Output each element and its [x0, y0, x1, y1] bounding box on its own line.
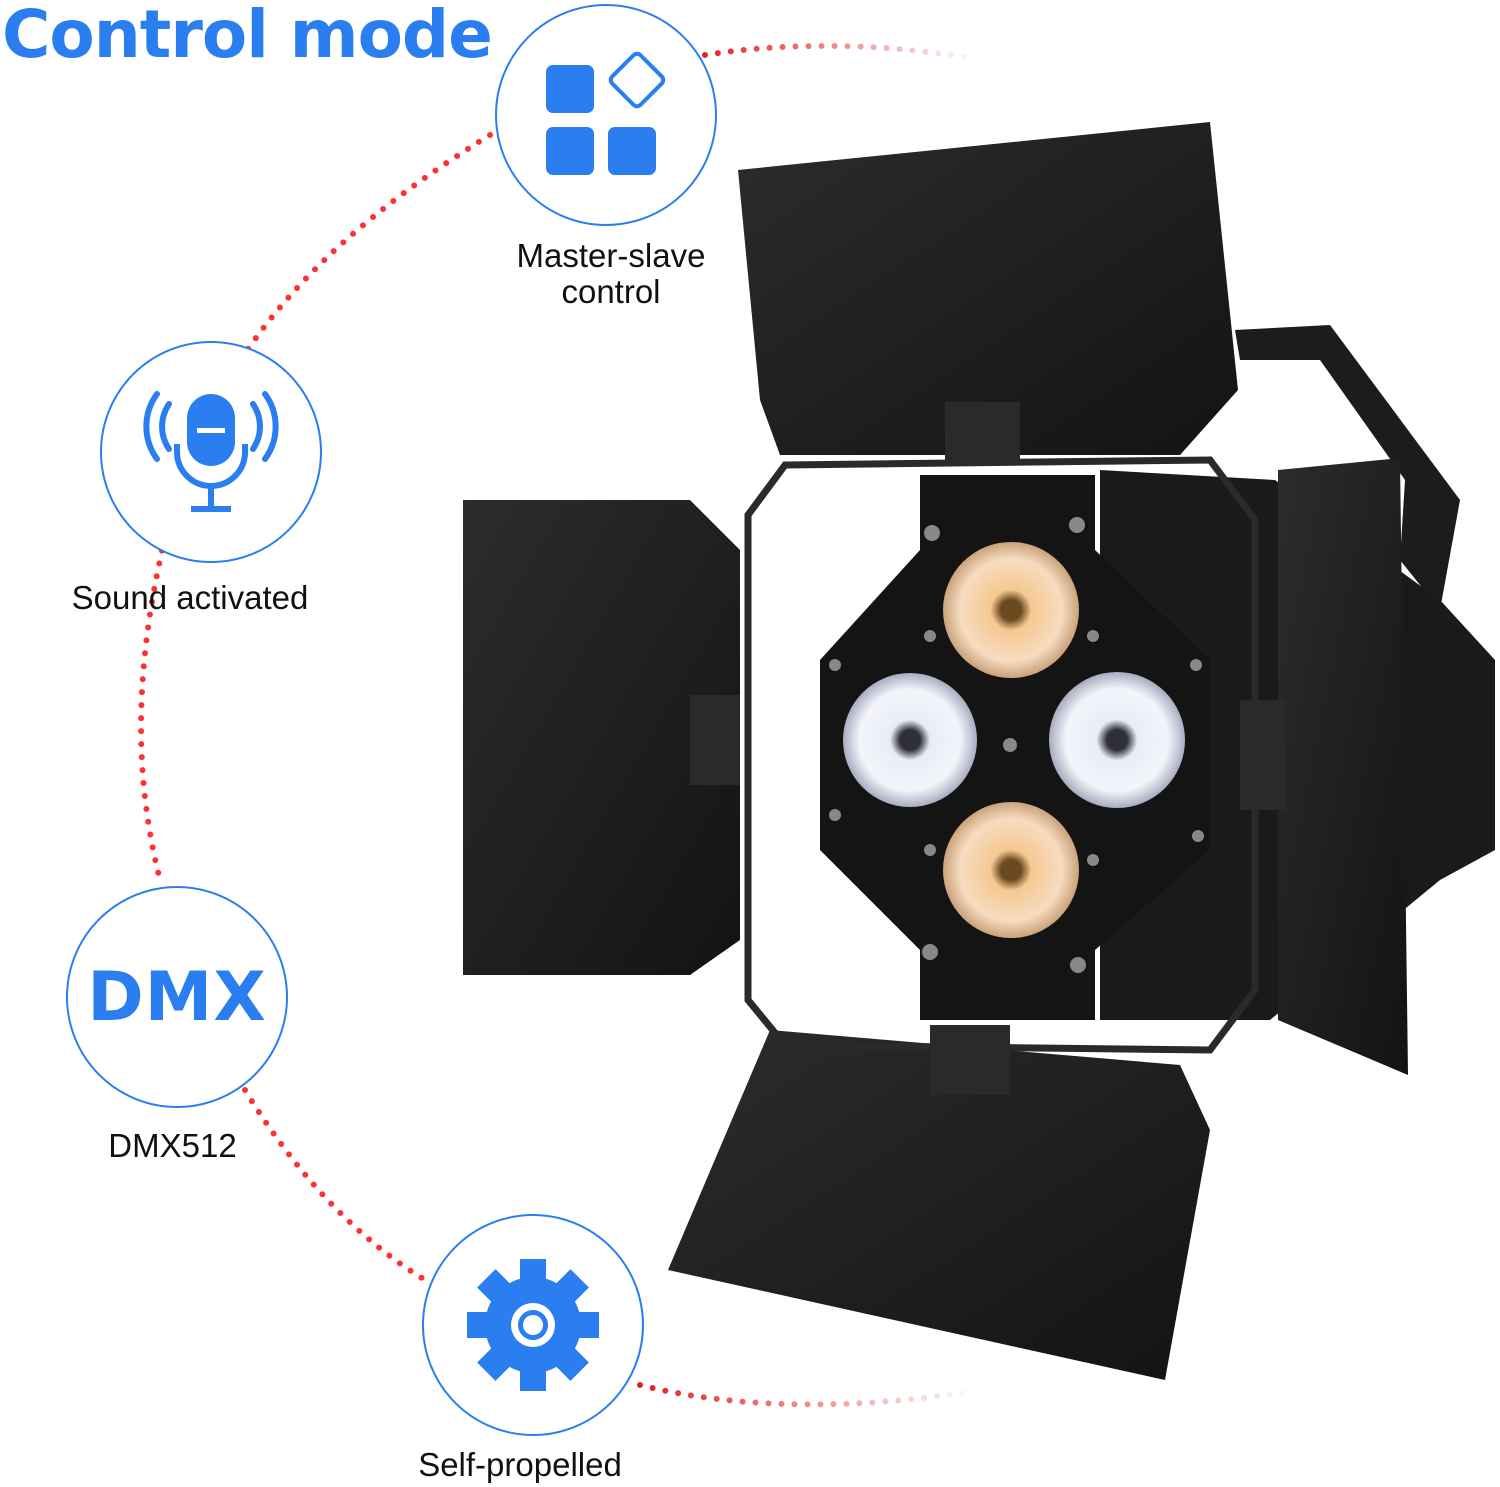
master-slave-circle — [495, 4, 717, 226]
page-title: Control mode — [2, 0, 493, 73]
self-propelled-circle — [422, 1214, 644, 1436]
master-slave-label: Master-slave control — [480, 238, 742, 310]
sound-activated-circle — [100, 341, 322, 563]
dmx-circle: DMX — [66, 886, 288, 1108]
stage-light-product-image — [463, 122, 1495, 1380]
gear-icon — [467, 1259, 599, 1391]
microphone-icon — [143, 391, 279, 512]
self-propelled-label: Self-propelled — [418, 1446, 622, 1483]
label-line: Master-slave — [516, 237, 706, 274]
dmx-icon: DMX — [87, 957, 267, 1037]
dmx512-label: DMX512 — [108, 1127, 237, 1164]
label-line: control — [561, 273, 661, 310]
sound-activated-label: Sound activated — [71, 579, 309, 616]
grid-diamond-icon — [546, 51, 666, 175]
